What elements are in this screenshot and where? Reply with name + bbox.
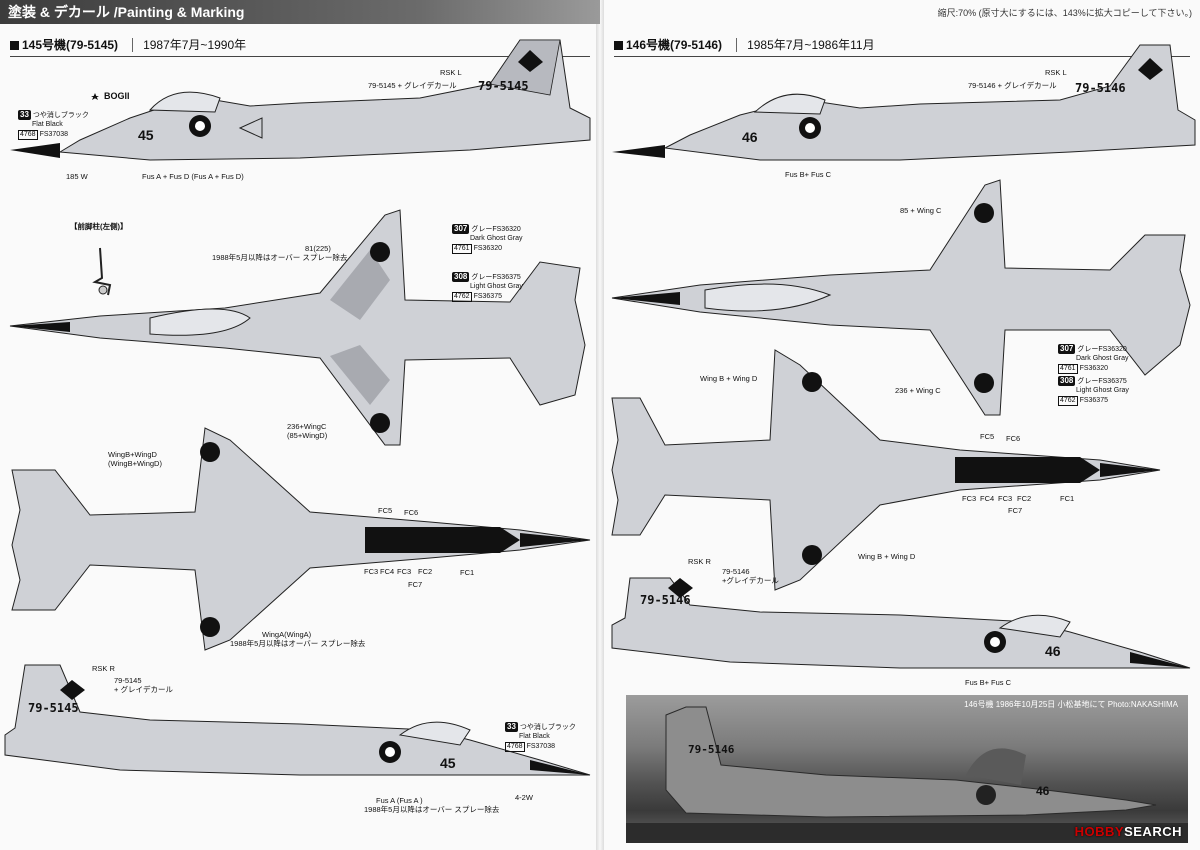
- photo-tail-text: 79-5146: [688, 743, 735, 756]
- label-236-wing-c-146: 236 + Wing C: [895, 386, 941, 395]
- bottom-view-left-145: [11, 427, 591, 651]
- label-236-wingc-145: 236+WingC: [287, 422, 327, 431]
- top-view-left-145: [9, 209, 586, 446]
- roundel-icon: [370, 413, 390, 433]
- scale-note: 縮尺:70% (原寸大にするには、143%に拡大コピーして下さい。): [937, 8, 1192, 18]
- label-81: 81(225): [305, 244, 331, 253]
- section-header-146: 146号機(79-5146) 1985年7月~1986年11月: [614, 34, 1190, 57]
- side-profile-left-146: 79-5146 46: [612, 44, 1196, 161]
- section-header-145: 145号機(79-5145) 1987年7月~1990年: [10, 34, 590, 57]
- photo-nose-text: 46: [1036, 784, 1050, 798]
- page-title-banner: 塗装 & デカール /Painting & Marking: [0, 0, 600, 24]
- side-profile-right-146: 79-5146 46: [611, 577, 1191, 669]
- roundel-icon: [974, 203, 994, 223]
- tail-serial-146: 79-5146: [1075, 81, 1126, 95]
- tail-serial-145: 79-5145: [478, 79, 529, 93]
- nose-number-r-145: 45: [440, 755, 456, 771]
- label-overspray-3: 1988年5月以降はオーバー スプレー除去: [364, 805, 500, 814]
- roundel-icon: [370, 242, 390, 262]
- label-overspray-2: 1988年5月以降はオーバー スプレー除去: [230, 639, 366, 648]
- nose-number-r-146: 46: [1045, 643, 1061, 659]
- label-bogii: BOGII: [104, 91, 130, 101]
- label-rsk-l-146: RSK L: [1045, 68, 1067, 77]
- label-fc4-right: FC4: [980, 494, 995, 503]
- label-rsk-r-146: RSK R: [688, 557, 711, 566]
- label-serial-r-145: 79-5145: [114, 676, 142, 685]
- label-wingb-wingd-paren-145: (WingB+WingD): [108, 459, 162, 468]
- service-dates-146: 1985年7月~1986年11月: [736, 38, 875, 52]
- label-fc3-left: FC3: [364, 567, 379, 576]
- label-fc7-right: FC7: [1008, 506, 1023, 515]
- label-wing-b-d-146: Wing B + Wing D: [700, 374, 758, 383]
- label-fc1-right: FC1: [1060, 494, 1075, 503]
- label-fc5-left: FC5: [378, 506, 393, 515]
- nose-number-146: 46: [742, 129, 758, 145]
- roundel-icon: [200, 442, 220, 462]
- side-profile-left-145: 79-5145 45: [10, 39, 591, 161]
- label-grey-decal-r-146: +グレイデカール: [722, 576, 779, 585]
- label-wingb-wingd-145: WingB+WingD: [108, 450, 157, 459]
- label-fc1-left: FC1: [460, 568, 475, 577]
- aircraft-number-145: 145号機(79-5145): [10, 38, 118, 52]
- label-fc6-left: FC6: [404, 508, 419, 517]
- label-fus-a-d: Fus A + Fus D (Fus A + Fus D): [142, 172, 244, 181]
- label-grey-decal-146: 79-5146 + グレイデカール: [968, 81, 1057, 90]
- label-winga: WingA(WingA): [262, 630, 312, 639]
- roundel-icon: [802, 545, 822, 565]
- service-dates-145: 1987年7月~1990年: [132, 38, 247, 52]
- label-fc3b-left: FC3: [397, 567, 412, 576]
- roundel-icon: [200, 617, 220, 637]
- label-85-wingd-145: (85+WingD): [287, 431, 328, 440]
- bottom-view-left-146: [611, 349, 1161, 591]
- label-fus-b-c-2: Fus B+ Fus C: [965, 678, 1012, 687]
- label-fc6-right: FC6: [1006, 434, 1021, 443]
- photo-caption: 146号機 1986年10月25日 小松基地にて Photo:NAKASHIMA: [964, 700, 1178, 709]
- label-fc5-right: FC5: [980, 432, 995, 441]
- nose-gear-detail: [92, 247, 112, 296]
- star-icon: [91, 93, 99, 100]
- label-fc3b-right: FC3: [998, 494, 1013, 503]
- reference-photo: 79-5146 46 146号機 1986年10月25日 小松基地にて Phot…: [626, 695, 1188, 843]
- aircraft-illustrations-left: 79-5145 45 79-5145 45: [4, 39, 591, 776]
- roundel-icon: [802, 372, 822, 392]
- tail-serial-r-145: 79-5145: [28, 701, 79, 715]
- label-fc3-right: FC3: [962, 494, 977, 503]
- label-fc7-left: FC7: [408, 580, 423, 589]
- photo-aircraft: 79-5146 46: [626, 706, 1188, 843]
- label-fc4-left: FC4: [380, 567, 395, 576]
- side-profile-right-145: 79-5145 45: [4, 664, 591, 776]
- watermark: HOBBYSEARCH: [1074, 824, 1182, 839]
- page-gutter: [596, 0, 604, 850]
- label-fus-a-paren: Fus A (Fus A ): [376, 796, 423, 805]
- tail-serial-r-146: 79-5146: [640, 593, 691, 607]
- label-rsk-r-145: RSK R: [92, 664, 115, 673]
- label-85-wing-c: 85 + Wing C: [900, 206, 942, 215]
- label-rsk-l-145: RSK L: [440, 68, 462, 77]
- label-185w: 185 W: [66, 172, 88, 181]
- roundel-icon: [974, 373, 994, 393]
- label-overspray-1: 1988年5月以降はオーバー スプレー除去: [212, 253, 348, 262]
- top-view-left-146: [611, 179, 1191, 416]
- label-4-2w: 4-2W: [515, 793, 533, 802]
- nose-gear-title: 【前脚柱(左側)】: [70, 222, 128, 231]
- label-serial-r-146: 79-5146: [722, 567, 750, 576]
- label-fc2-left: FC2: [418, 567, 433, 576]
- label-fus-b-c: Fus B+ Fus C: [785, 170, 832, 179]
- label-grey-decal-r-145: + グレイデカール: [114, 685, 173, 694]
- label-fc2-right: FC2: [1017, 494, 1032, 503]
- label-grey-decal-145: 79-5145 + グレイデカール: [368, 81, 457, 90]
- nose-number-145: 45: [138, 127, 154, 143]
- label-wing-b-d-2-146: Wing B + Wing D: [858, 552, 916, 561]
- aircraft-number-146: 146号機(79-5146): [614, 38, 722, 52]
